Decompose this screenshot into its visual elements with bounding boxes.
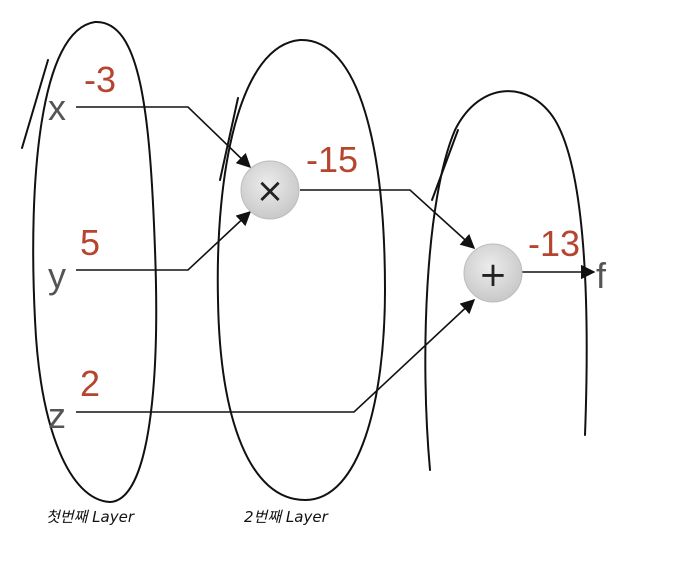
wire-y-to-multiply [76, 211, 252, 271]
input-y-value: 5 [80, 222, 100, 263]
layer1-annotation: 첫번째 Layer [46, 508, 135, 526]
wire-multiply-to-add [300, 189, 476, 249]
wire-z-to-add [76, 299, 476, 413]
multiply-node-value: -15 [306, 139, 358, 180]
layer3-loop [424, 90, 588, 471]
add-icon: + [479, 255, 508, 295]
layer3-loop-tick [431, 129, 459, 201]
wire-x-to-multiply [76, 106, 252, 169]
multiply-node: × [240, 160, 300, 220]
input-z-value: 2 [80, 363, 100, 404]
output-f-label: f [596, 255, 607, 296]
input-x-label: x [48, 87, 66, 128]
add-node-value: -13 [528, 223, 580, 264]
input-x-value: -3 [84, 59, 116, 100]
input-z-label: z [48, 395, 66, 436]
layer1-loop-tick [21, 59, 49, 149]
add-node: + [463, 243, 523, 303]
multiply-icon: × [256, 171, 285, 211]
layer1-loop [32, 20, 158, 504]
layer2-loop-tick [219, 97, 239, 181]
layer2-loop [216, 38, 387, 502]
input-y-label: y [48, 255, 66, 296]
layer2-annotation: 2번째 Layer [244, 508, 329, 526]
